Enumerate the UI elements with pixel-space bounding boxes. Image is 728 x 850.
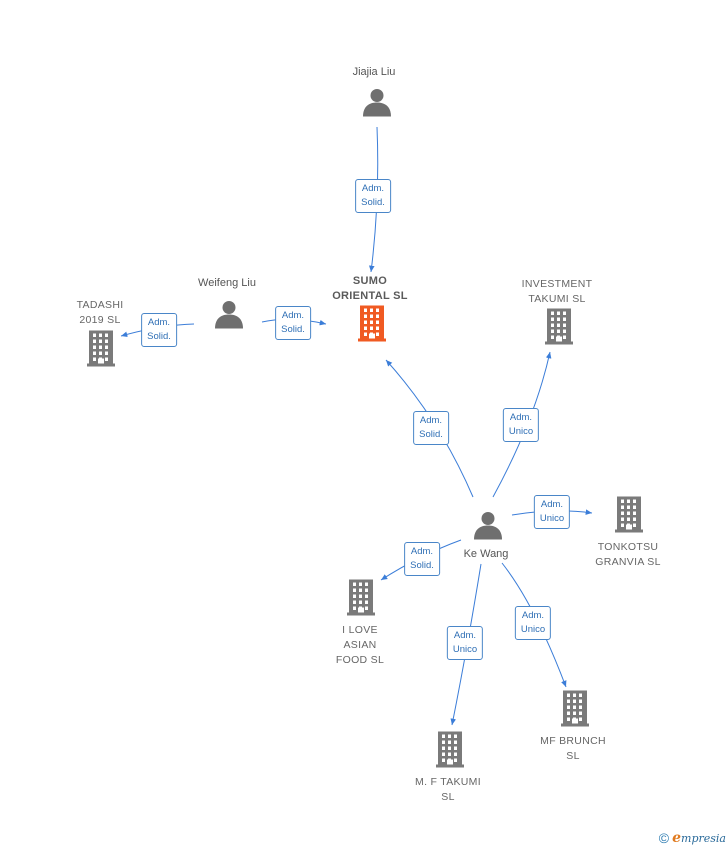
relation-label[interactable]: Adm. Unico <box>446 626 484 660</box>
brand-name: mpresia <box>681 832 726 845</box>
building-icon[interactable] <box>545 308 573 350</box>
relation-label-line: Adm. <box>147 317 171 328</box>
relation-label-line: Adm. <box>410 546 434 557</box>
brand-initial: e <box>672 830 682 846</box>
relation-label-line: Adm. <box>281 310 305 321</box>
relation-label-line: Unico <box>539 513 565 524</box>
node-label-line: TONKOTSU <box>597 541 659 553</box>
relation-label[interactable]: Adm. Unico <box>533 495 571 529</box>
node-label-tonkotsu[interactable]: TONKOTSU GRANVIA SL <box>595 540 660 570</box>
copyright-symbol: © <box>658 830 670 846</box>
node-label-line: SUMO <box>352 275 388 287</box>
person-icon[interactable] <box>214 299 244 334</box>
relation-label[interactable]: Adm. Unico <box>514 606 552 640</box>
node-label-line: FOOD SL <box>335 654 385 666</box>
node-label-line: Jiajia Liu <box>352 66 396 78</box>
node-label-ilove[interactable]: I LOVE ASIAN FOOD SL <box>336 623 384 668</box>
node-label-line: MF BRUNCH <box>540 735 606 747</box>
building-icon[interactable] <box>436 731 464 773</box>
relation-label-line: Solid. <box>147 331 171 342</box>
building-icon[interactable] <box>615 496 643 538</box>
node-label-line: GRANVIA SL <box>595 556 661 568</box>
node-label-line: Ke Wang <box>463 548 509 560</box>
node-label-line: TAKUMI SL <box>528 293 586 305</box>
relation-label-line: Adm. <box>540 499 564 510</box>
footer-brand[interactable]: © empresia <box>659 830 726 846</box>
relation-label-line: Unico <box>508 426 534 437</box>
node-label-sumo[interactable]: SUMO ORIENTAL SL <box>332 274 408 304</box>
relation-label-line: Unico <box>452 644 478 655</box>
node-label-line: ASIAN <box>343 639 377 651</box>
relation-label-line: Solid. <box>361 197 385 208</box>
person-icon[interactable] <box>473 510 503 545</box>
relation-label[interactable]: Adm. Solid. <box>141 313 177 347</box>
node-label-jiajia[interactable]: Jiajia Liu <box>353 65 396 80</box>
building-icon[interactable] <box>561 690 589 732</box>
relation-label-line: Adm. <box>419 415 443 426</box>
relation-label-line: Solid. <box>419 429 443 440</box>
person-icon[interactable] <box>362 87 392 122</box>
relation-label[interactable]: Adm. Solid. <box>413 411 449 445</box>
node-label-line: INVESTMENT <box>521 278 593 290</box>
relation-label-line: Solid. <box>281 324 305 335</box>
node-label-line: ORIENTAL SL <box>332 290 408 302</box>
node-label-line: Weifeng Liu <box>198 277 256 289</box>
relation-label[interactable]: Adm. Solid. <box>404 542 440 576</box>
node-label-line: SL <box>441 791 455 803</box>
relation-label-line: Adm. <box>361 183 385 194</box>
node-label-line: M. F TAKUMI <box>415 776 481 788</box>
node-label-line: I LOVE <box>342 624 378 636</box>
building-icon[interactable] <box>358 305 386 347</box>
relation-label-line: Adm. <box>509 412 533 423</box>
node-label-mftakumi[interactable]: M. F TAKUMI SL <box>415 775 481 805</box>
building-icon[interactable] <box>347 579 375 621</box>
relation-label[interactable]: Adm. Solid. <box>355 179 391 213</box>
relation-label-line: Unico <box>520 624 546 635</box>
relation-label-line: Adm. <box>453 630 477 641</box>
node-label-mfbrunch[interactable]: MF BRUNCH SL <box>540 734 606 764</box>
building-icon[interactable] <box>87 330 115 372</box>
node-label-tadashi[interactable]: TADASHI 2019 SL <box>77 298 124 328</box>
node-label-line: TADASHI <box>76 299 124 311</box>
relation-label-line: Adm. <box>521 610 545 621</box>
relation-label-line: Solid. <box>410 560 434 571</box>
node-label-kewang[interactable]: Ke Wang <box>464 547 509 562</box>
node-label-weifeng[interactable]: Weifeng Liu <box>198 276 256 291</box>
node-label-line: SL <box>566 750 580 762</box>
relation-label[interactable]: Adm. Unico <box>502 408 540 442</box>
node-label-line: 2019 SL <box>79 314 121 326</box>
node-label-investment[interactable]: INVESTMENT TAKUMI SL <box>522 277 593 307</box>
relation-label[interactable]: Adm. Solid. <box>275 306 311 340</box>
